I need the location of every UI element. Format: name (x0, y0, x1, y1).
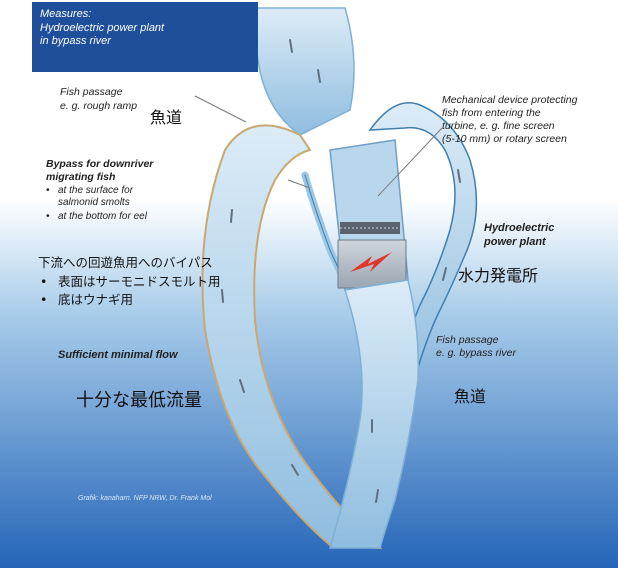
fish-passage-bottom-jp: 魚道 (454, 383, 486, 407)
bypass-jp-bullet-2-marker: • (40, 291, 47, 308)
bypass-jp-bullet-1: 表面はサーモニドスモルト用 (58, 273, 221, 290)
mechanical-device-line-4: (5-10 mm) or rotary screen (442, 133, 567, 146)
graphic-credit: Grafik: kanaharn. NFP NRW, Dr. Frank Mol (78, 494, 212, 503)
hydro-plant-jp: 水力発電所 (458, 262, 538, 286)
fish-passage-bottom-line-2: e. g. bypass river (436, 347, 516, 360)
fish-passage-top-line-2: e. g. rough ramp (60, 100, 137, 113)
title-box: Measures: Hydroelectric power plant in b… (32, 2, 258, 72)
fish-passage-top-jp: 魚道 (150, 104, 182, 128)
title-line-3: in bypass river (40, 35, 111, 48)
minimal-flow-jp: 十分な最低流量 (76, 386, 202, 412)
bypass-bullet-2: at the bottom for eel (58, 211, 147, 223)
fish-passage-bottom-line-1: Fish passage (436, 334, 498, 347)
minimal-flow-en: Sufficient minimal flow (58, 349, 178, 362)
title-line-1: Measures: (40, 8, 91, 21)
bypass-jp-bullet-2: 底はウナギ用 (58, 291, 133, 308)
bypass-bullet-1-marker: • (46, 185, 50, 197)
bypass-jp-bullet-1-marker: • (40, 273, 47, 290)
bypass-bullet-2-marker: • (46, 211, 50, 223)
fish-passage-top-line-1: Fish passage (60, 86, 122, 99)
bypass-jp-line-1: 下流への回遊魚用へのバイパス (38, 254, 213, 271)
mechanical-device-line-3: turbine, e. g. fine screen (442, 120, 555, 133)
bypass-bullet-1b: salmonid smolts (58, 197, 130, 209)
hydro-plant-line-2: power plant (484, 236, 546, 249)
mechanical-device-line-1: Mechanical device protecting (442, 94, 577, 107)
title-line-2: Hydroelectric power plant (40, 22, 164, 35)
mechanical-device-line-2: fish from entering the (442, 107, 541, 120)
bypass-bullet-1: at the surface for (58, 185, 133, 197)
bypass-line-2: migrating fish (46, 171, 115, 184)
bypass-line-1: Bypass for downriver (46, 158, 153, 171)
hydro-plant-line-1: Hydroelectric (484, 222, 554, 235)
